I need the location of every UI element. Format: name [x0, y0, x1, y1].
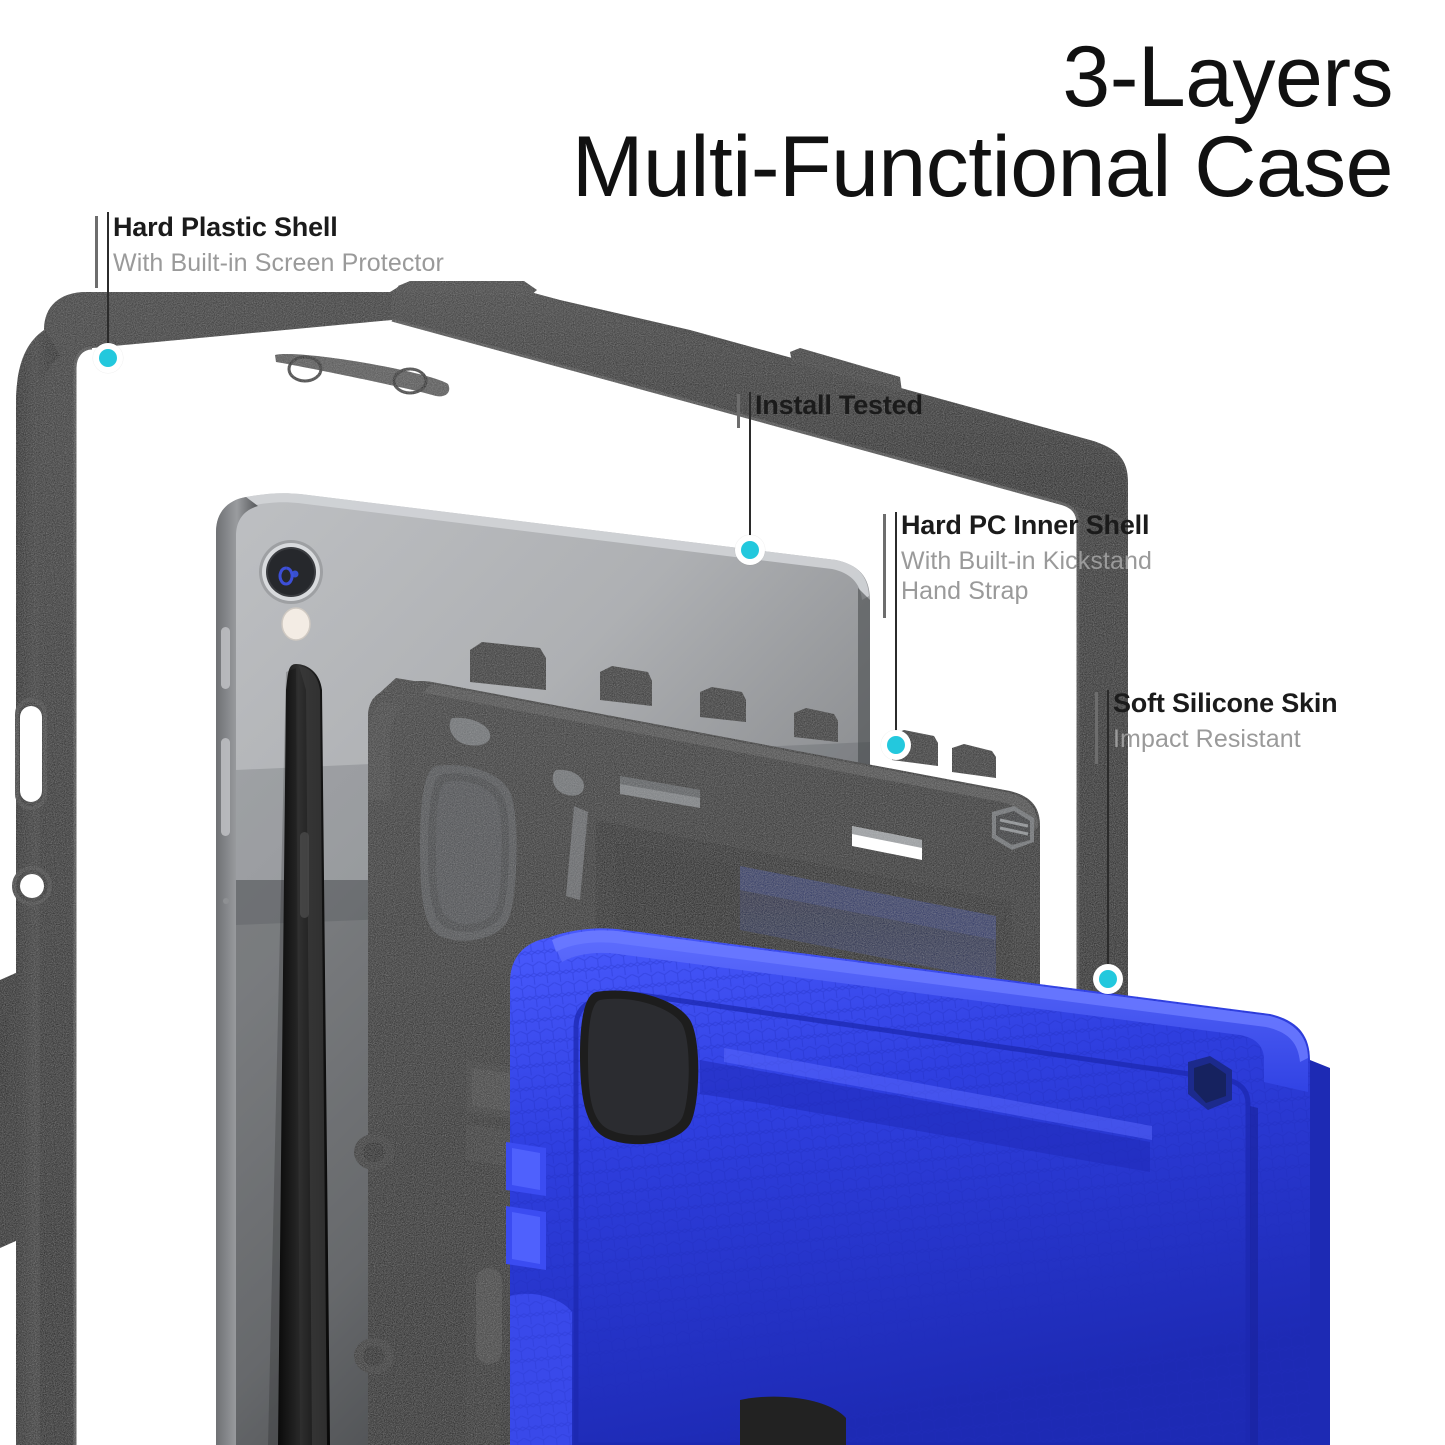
callout-sub2-hard-pc-inner-shell: Hand Strap — [901, 577, 1029, 606]
marker-dot-soft-silicone-skin — [1093, 964, 1123, 994]
leader-line-hard-plastic-shell — [107, 212, 109, 358]
callout-sub-hard-pc-inner-shell: With Built-in Kickstand — [901, 546, 1152, 575]
marker-dot-install-tested — [735, 535, 765, 565]
marker-core-hard-pc-inner-shell — [887, 736, 905, 754]
callout-sub-soft-silicone-skin: Impact Resistant — [1113, 724, 1301, 753]
leader-line-install-tested — [749, 392, 751, 550]
callout-bar-install-tested — [737, 394, 740, 428]
marker-core-install-tested — [741, 541, 759, 559]
callout-title-install-tested: Install Tested — [755, 390, 923, 420]
callout-title-hard-plastic-shell: Hard Plastic Shell — [113, 212, 338, 242]
tablet-camera — [259, 540, 323, 604]
callout-soft-silicone-skin: Soft Silicone Skin Impact Resistant — [1095, 688, 1338, 764]
callout-sub-hard-plastic-shell: With Built-in Screen Protector — [113, 248, 444, 277]
callout-bar-soft-silicone-skin — [1095, 692, 1098, 764]
callout-title-hard-pc-inner-shell: Hard PC Inner Shell — [901, 510, 1150, 540]
callout-install-tested: Install Tested — [737, 390, 923, 428]
headline-line-2: Multi-Functional Case — [571, 118, 1394, 215]
callout-hard-plastic-shell: Hard Plastic Shell With Built-in Screen … — [95, 212, 444, 288]
callout-bar-hard-pc-inner-shell — [883, 514, 886, 618]
marker-dot-hard-pc-inner-shell — [881, 730, 911, 760]
headline: 3-Layers Multi-Functional Case — [571, 29, 1394, 215]
s-pen — [268, 664, 330, 1445]
marker-core-soft-silicone-skin — [1099, 970, 1117, 988]
marker-core-hard-plastic-shell — [99, 349, 117, 367]
callout-title-soft-silicone-skin: Soft Silicone Skin — [1113, 688, 1338, 718]
marker-dot-hard-plastic-shell — [93, 343, 123, 373]
leader-line-soft-silicone-skin — [1107, 690, 1109, 982]
soft-silicone-skin-layer — [506, 928, 1330, 1445]
callout-bar-hard-plastic-shell — [95, 216, 98, 288]
callout-hard-pc-inner-shell: Hard PC Inner Shell With Built-in Kickst… — [883, 510, 1152, 618]
leader-line-hard-pc-inner-shell — [895, 512, 897, 746]
headline-line-1: 3-Layers — [1062, 29, 1393, 125]
